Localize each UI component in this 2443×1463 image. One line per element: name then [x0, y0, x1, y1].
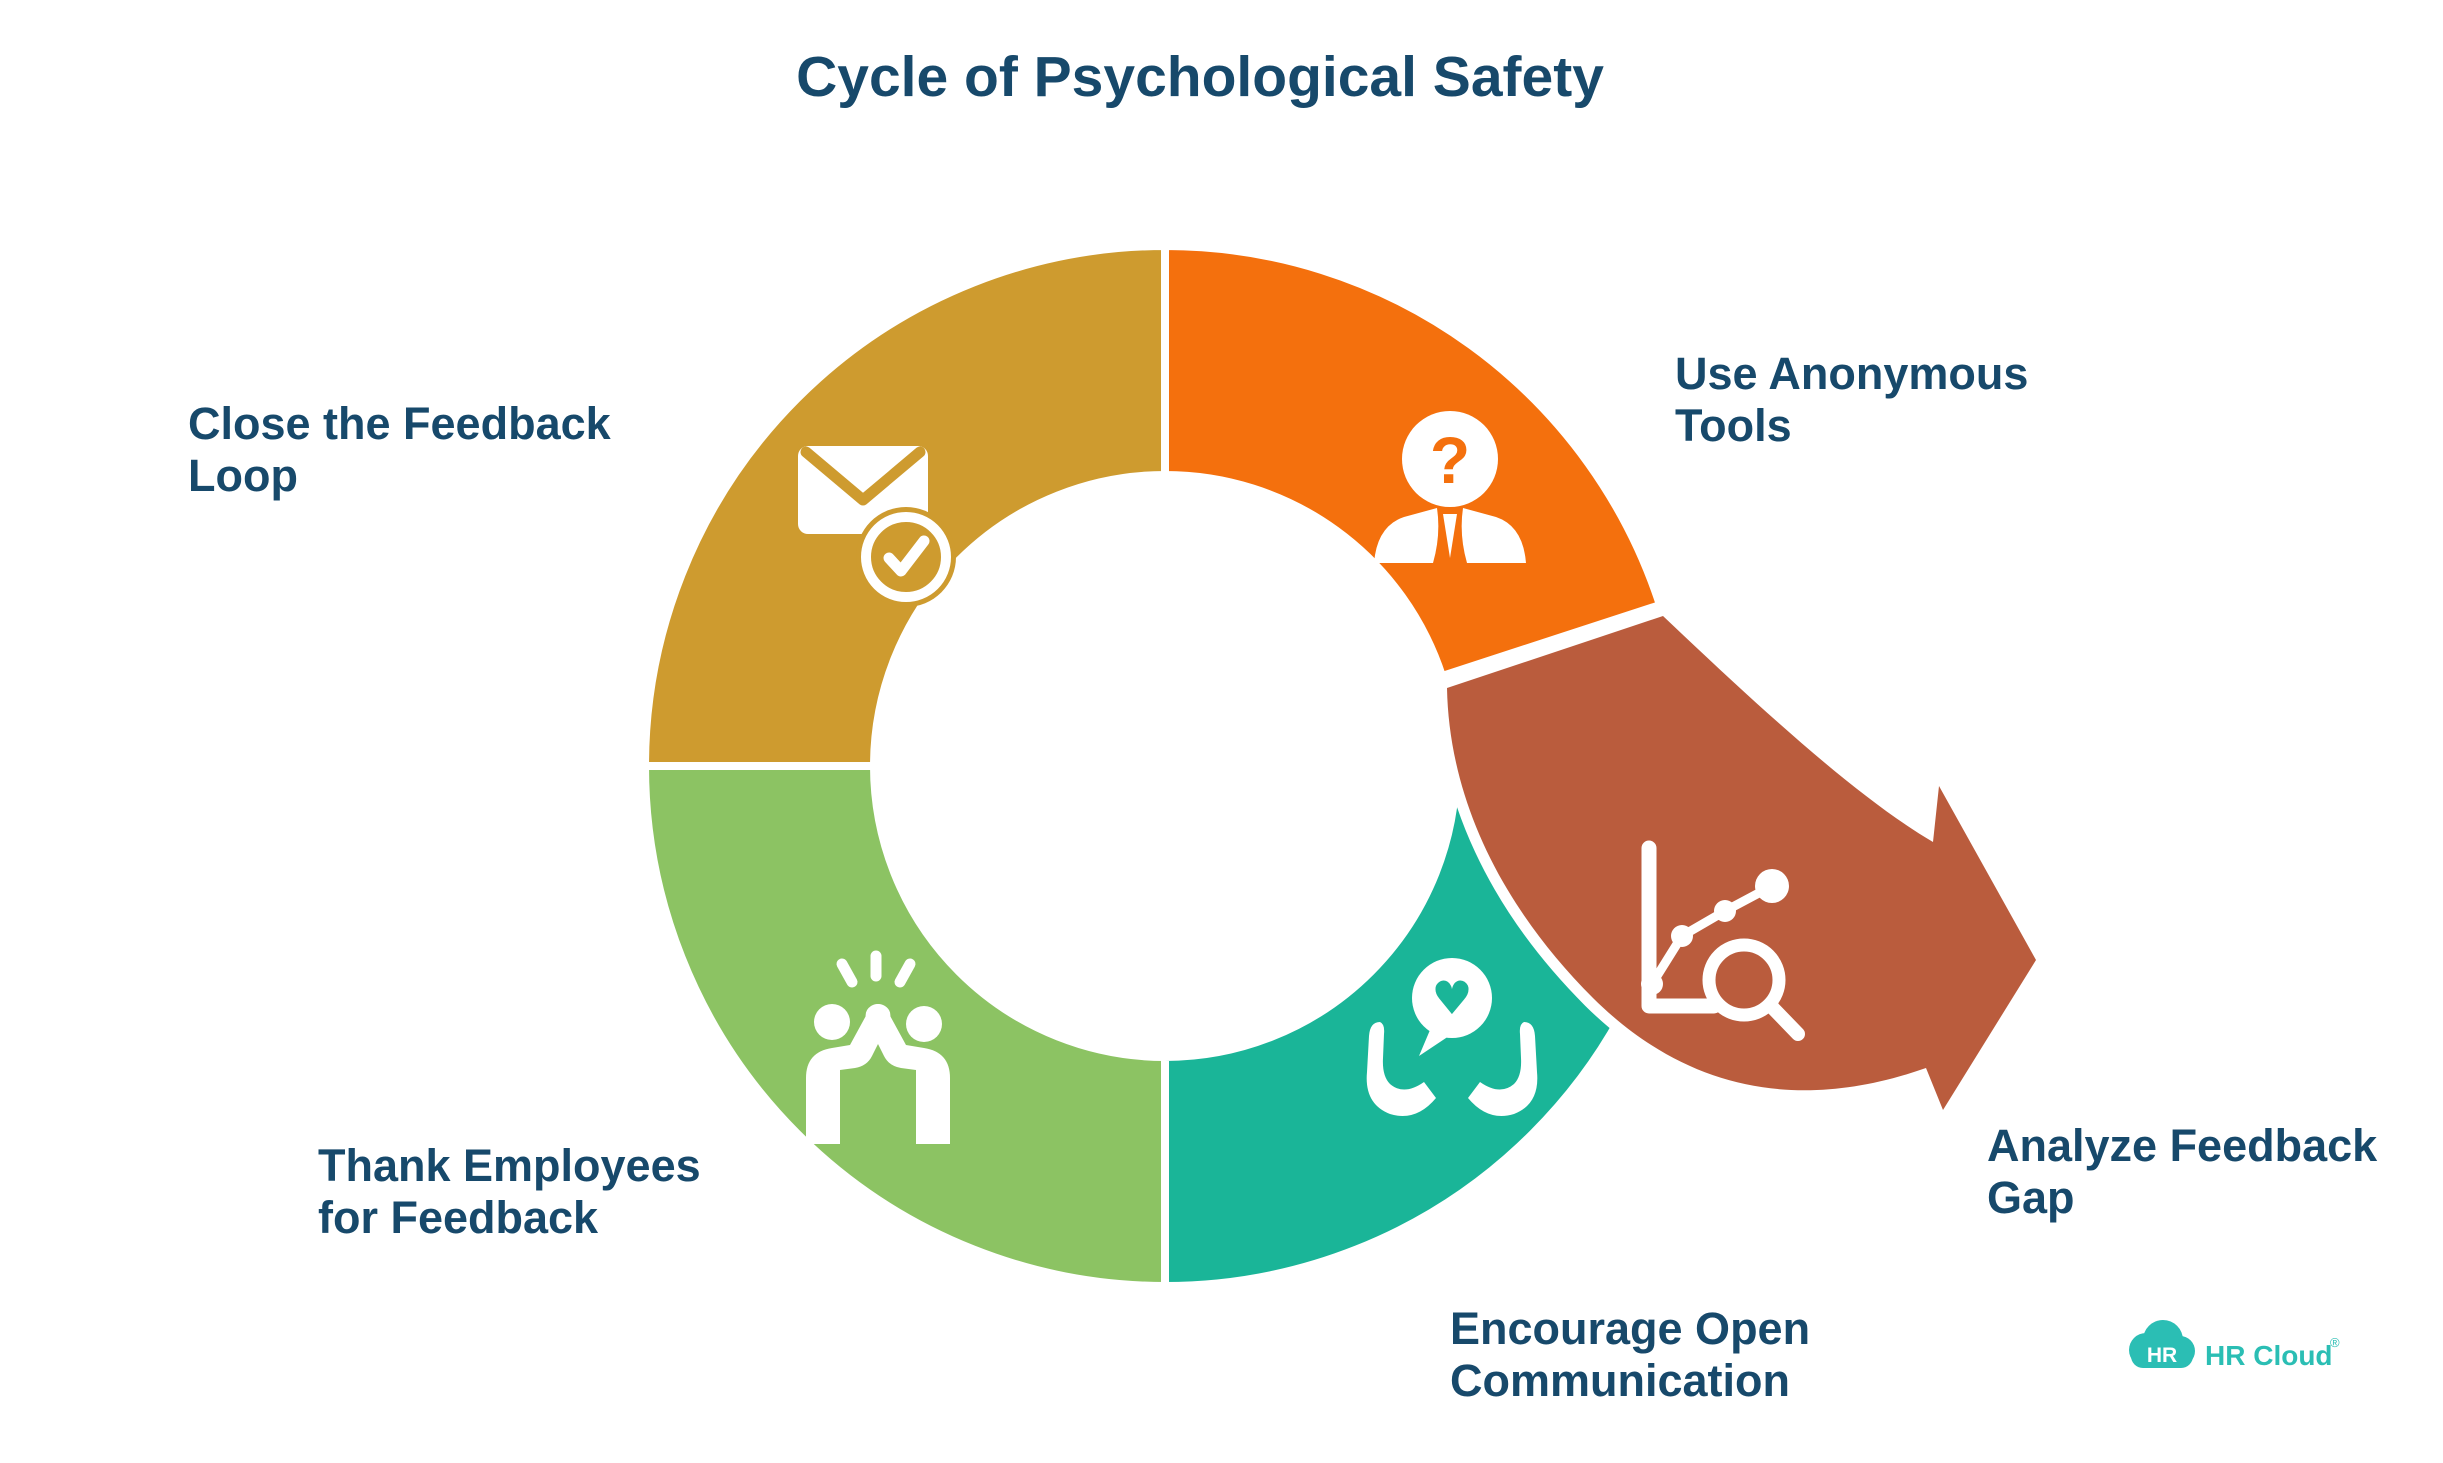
- person-question-icon: ?: [1374, 411, 1526, 563]
- hands-heart-icon: ♥: [1366, 958, 1538, 1116]
- hr-cloud-logo: HR HR Cloud ®: [2129, 1320, 2340, 1371]
- logo-reg-mark: ®: [2330, 1335, 2340, 1350]
- label-encourage-open-communication: Encourage Open Communication: [1450, 1303, 1811, 1407]
- label-analyze-feedback-gap: Analyze Feedback Gap: [1987, 1120, 2378, 1224]
- svg-text:?: ?: [1430, 423, 1470, 497]
- segment-thank-employees: [640, 762, 1169, 1291]
- envelope-check-icon: [798, 446, 956, 607]
- high-five-icon: [806, 950, 950, 1144]
- segment-analyze-feedback-gap-arrow: [1447, 616, 2036, 1110]
- label-thank-employees: Thank Employees for Feedback: [318, 1140, 701, 1244]
- page-title: Cycle of Psychological Safety: [796, 45, 1604, 109]
- cloud-icon: [2129, 1320, 2195, 1368]
- svg-text:♥: ♥: [1431, 971, 1472, 1025]
- label-close-feedback-loop: Close the Feedback Loop: [188, 398, 611, 502]
- chart-magnifier-icon: [1641, 840, 1805, 1041]
- label-use-anonymous-tools: Use Anonymous Tools: [1675, 348, 2029, 452]
- logo-brand-text: HR Cloud: [2205, 1340, 2333, 1371]
- logo-badge-text: HR: [2147, 1344, 2177, 1367]
